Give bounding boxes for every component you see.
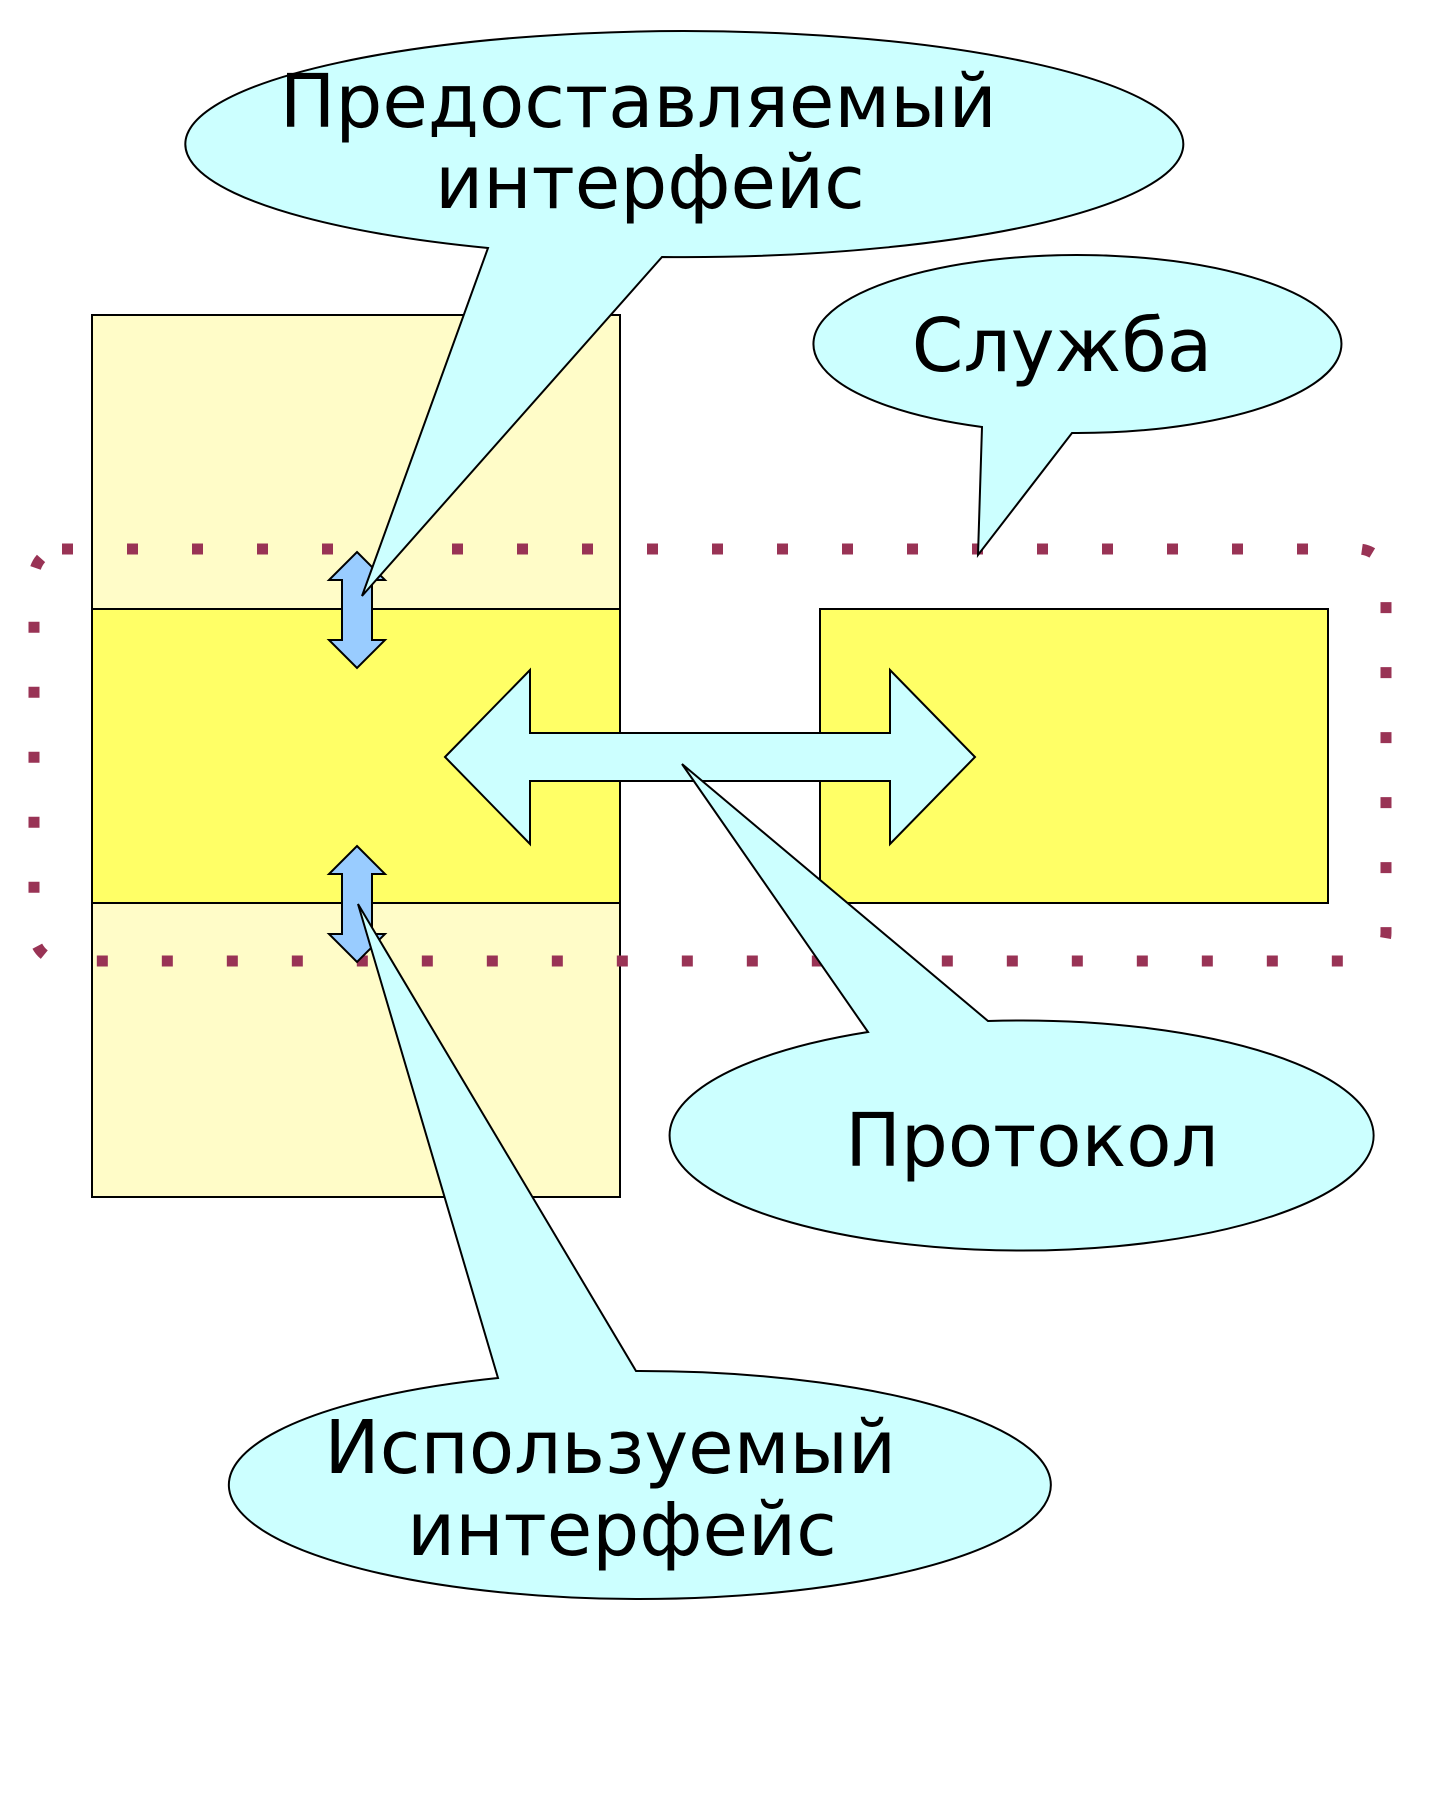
protocol-arrow [443,667,977,847]
used-interface-line1: Используемый [324,1405,896,1491]
provided-interface-line2: интерфейс [435,140,865,226]
used-interface-line2: интерфейс [407,1487,837,1573]
service-callout: Служба [812,254,1343,559]
used-interface-callout-bubble [227,903,1052,1600]
service-label: Служба [912,303,1212,389]
used-interface-callout: Используемый интерфейс [227,903,1052,1600]
provided-interface-callout-bubble [184,30,1185,597]
protocol-callout: Протокол [668,763,1375,1252]
provided-interface-callout: Предоставляемый интерфейс [184,30,1185,597]
provided-interface-label: Предоставляемый интерфейс [280,59,1021,226]
service-boundary [28,543,1392,967]
protocol-callout-bubble [668,763,1375,1252]
used-interface-label: Используемый интерфейс [324,1405,919,1573]
service-callout-bubble [812,254,1343,559]
protocol-label: Протокол [845,1098,1219,1184]
provided-interface-line1: Предоставляемый [280,59,997,145]
